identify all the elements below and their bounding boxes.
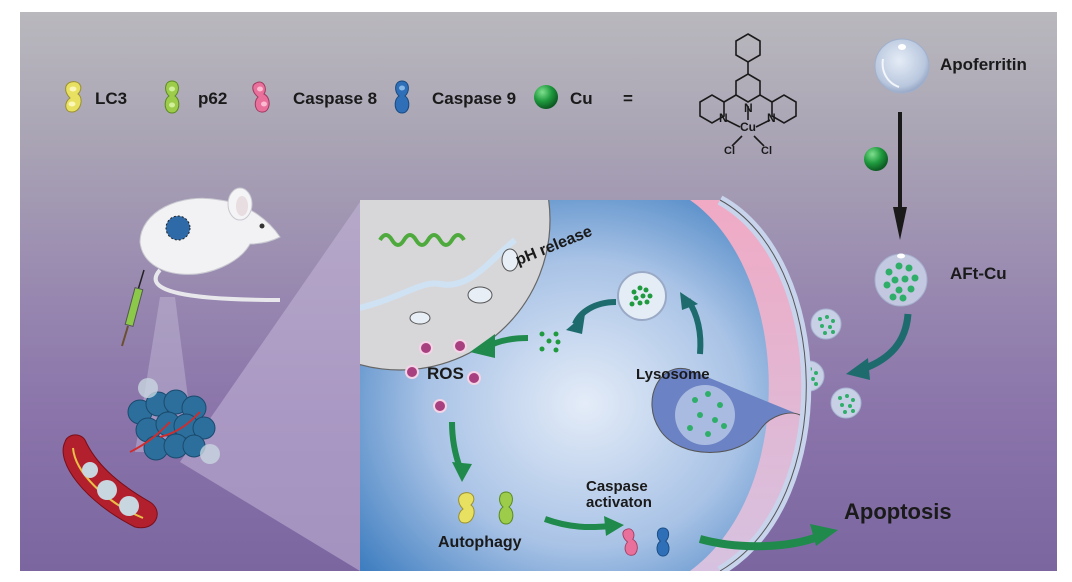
lc3-protein-icon (65, 81, 82, 113)
equals-sign: = (623, 89, 633, 108)
aft-cu-particle (810, 308, 842, 340)
structure-cu: Cu (740, 120, 756, 134)
lysosome-label: Lysosome (636, 366, 710, 383)
blood-vessel (62, 434, 158, 529)
structure-n-left: N (719, 111, 728, 125)
tumor-cluster (127, 378, 220, 464)
apoferritin-label: Apoferritin (940, 55, 1027, 74)
caspase9-protein-icon (656, 527, 670, 557)
ros-label: ROS (427, 364, 464, 383)
caspase-activation-label-line1: Caspase (586, 478, 648, 495)
legend-label-caspase8: Caspase 8 (293, 89, 378, 108)
released-vesicle (617, 271, 667, 321)
caspase9-protein-icon (394, 80, 410, 114)
legend-label-p62: p62 (198, 89, 228, 108)
apoptosis-label: Apoptosis (844, 499, 952, 524)
p62-protein-icon (498, 491, 514, 525)
uptake-arrow (846, 313, 912, 380)
structure-n-right: N (767, 111, 776, 125)
syringe-icon (121, 269, 145, 347)
pathway-arrows (449, 292, 838, 551)
apoferritin-sphere (874, 38, 930, 94)
copper-complex-icon (534, 85, 558, 109)
legend-label-lc3: LC3 (95, 89, 128, 108)
structure-n-center: N (744, 101, 753, 115)
aft-cu-label: AFt-Cu (950, 264, 1007, 283)
p62-protein-icon (164, 80, 180, 114)
mouse-illustration (139, 187, 281, 302)
diagram-frame: LC3 p62 Caspase 8 Caspase 9 Cu = N N (20, 12, 1057, 571)
synthesis-arrow (893, 112, 907, 240)
aft-cu-nanoparticle (874, 253, 928, 307)
ros-particles (405, 339, 481, 413)
aft-cu-particle (830, 387, 862, 419)
legend-label-cu: Cu (570, 89, 593, 108)
structure-cl-left: Cl (724, 145, 735, 157)
terpyridine-copper-structure (699, 33, 797, 147)
structure-cl-right: Cl (761, 145, 772, 157)
caspase-activation-label-line2: activaton (586, 494, 652, 511)
caspase8-protein-icon (252, 81, 270, 113)
copper-dots (539, 331, 561, 353)
copper-ion-icon (864, 147, 888, 171)
caspase8-protein-icon (622, 528, 638, 556)
lc3-protein-icon (458, 492, 475, 524)
legend-label-caspase9: Caspase 9 (432, 89, 517, 108)
autophagy-label: Autophagy (438, 534, 522, 551)
